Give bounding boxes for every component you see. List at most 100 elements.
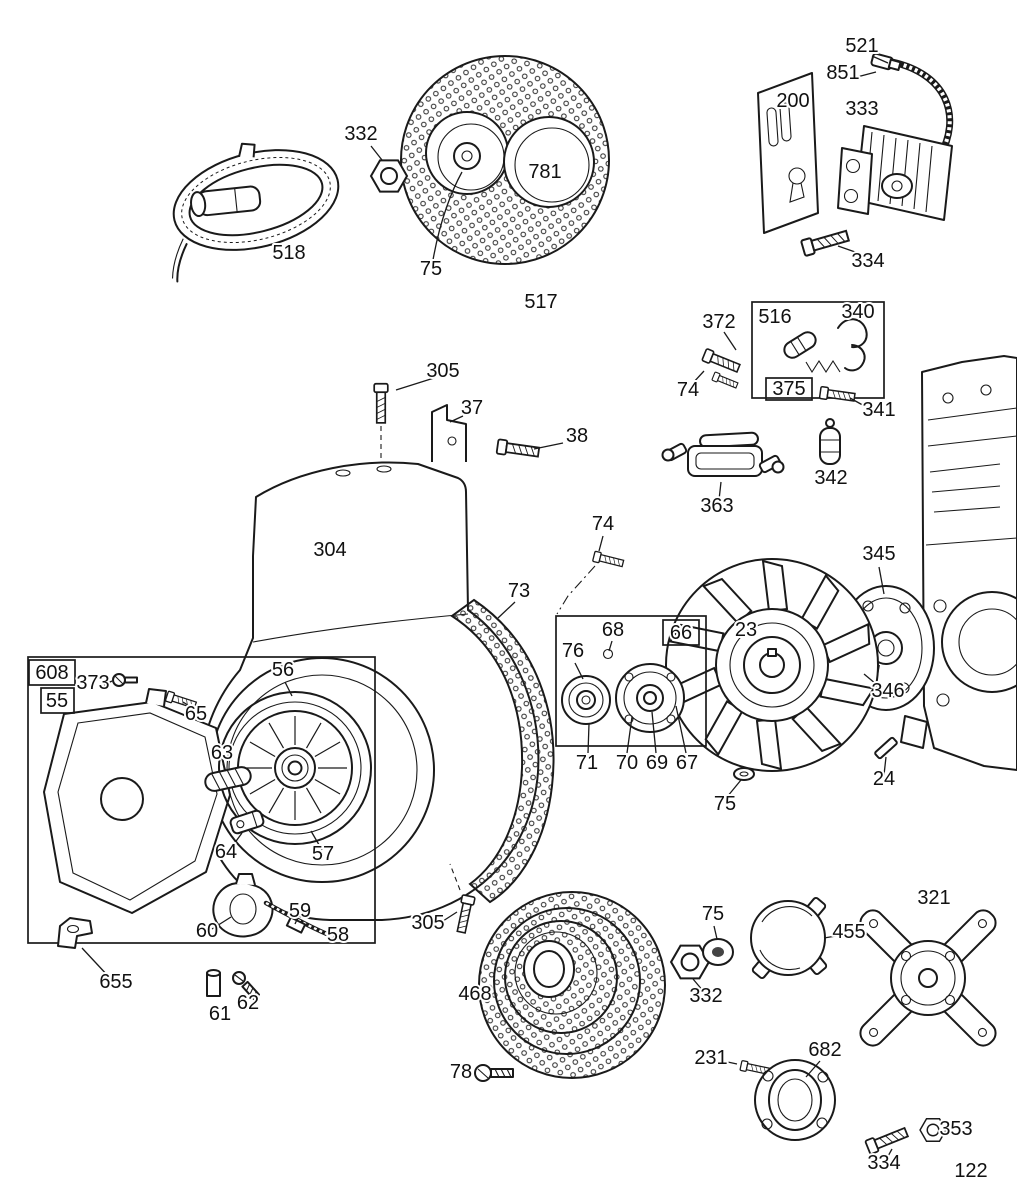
part-labels: 332 781 518 75 517 521 851 200 333 334 3… [33,33,989,1184]
label-73: 73 [508,580,530,602]
bottom-parts [57,863,997,1156]
label-516: 516 [758,306,791,328]
label-78: 78 [450,1061,472,1083]
rewind-starter-assembly [27,656,376,944]
label-346: 346 [871,680,904,702]
label-372: 372 [702,311,735,333]
label-340: 340 [841,301,874,323]
label-75-flywheel: 75 [714,793,736,815]
label-781: 781 [528,161,561,183]
blower-screen-517 [400,55,610,265]
screw-334-bottom [864,1124,910,1156]
bearing-flange-682 [754,1059,836,1141]
screw-305-top [373,382,389,462]
label-67: 67 [676,752,698,774]
label-66: 66 [670,622,692,644]
key-24 [874,736,898,760]
screw-62 [232,971,260,1001]
bracket-37 [431,404,467,462]
label-37: 37 [461,397,483,419]
label-60: 60 [196,920,218,942]
filter-342 [819,418,841,465]
label-75-top: 75 [420,258,442,280]
starter-rope-518 [171,142,340,283]
label-682: 682 [808,1039,841,1061]
label-24: 24 [873,768,895,790]
screw-74-mid [556,550,625,615]
label-375: 375 [772,378,805,400]
screen-73 [450,598,555,904]
label-332-bottom: 332 [689,985,722,1007]
label-305-bottom: 305 [411,912,444,934]
blower-housing-304 [198,461,540,921]
label-518: 518 [272,242,305,264]
label-200: 200 [776,90,809,112]
washer-75-flywheel [733,767,755,781]
label-521: 521 [845,35,878,57]
screw-305-bottom [449,863,476,935]
label-363: 363 [700,495,733,517]
governor-link-363 [661,431,785,477]
label-608: 608 [35,662,68,684]
starter-handle-60 [212,881,274,938]
label-304: 304 [313,539,346,561]
screw-373 [112,673,138,687]
starter-clutch-detail [555,615,707,747]
label-231: 231 [694,1047,727,1069]
label-64: 64 [215,841,237,863]
label-321: 321 [917,887,950,909]
label-38: 38 [566,425,588,447]
leader-lines [81,55,947,1159]
label-851: 851 [826,62,859,84]
label-70: 70 [616,752,638,774]
label-69: 69 [646,752,668,774]
cylinder-block [900,355,1017,771]
label-61: 61 [209,1003,231,1025]
label-305-top: 305 [426,360,459,382]
label-345: 345 [862,543,895,565]
pin-59 [285,916,307,934]
label-333: 333 [845,98,878,120]
label-74-top: 74 [677,379,699,401]
governor-control-detail [701,301,885,404]
label-59: 59 [289,900,311,922]
label-58: 58 [327,924,349,946]
label-655: 655 [99,971,132,993]
washer-75-bottom [702,938,734,966]
label-75-bottom: 75 [702,903,724,925]
label-455: 455 [832,921,865,943]
screen-cross-321 [859,909,997,1047]
label-63: 63 [211,742,233,764]
label-342: 342 [814,467,847,489]
bracket-200 [757,72,819,234]
label-71: 71 [576,752,598,774]
rotating-screen-468 [478,891,666,1079]
label-68: 68 [602,619,624,641]
foot-655 [57,917,93,949]
page-number: 122 [954,1160,987,1182]
label-373: 373 [76,672,109,694]
label-341: 341 [862,399,895,421]
label-23: 23 [735,619,757,641]
screw-38 [495,438,541,461]
hex-nut-332-top [370,159,408,193]
ignition-armature-333 [837,125,953,221]
label-74-mid: 74 [592,513,614,535]
label-468: 468 [458,983,491,1005]
label-334-top: 334 [851,250,884,272]
label-517: 517 [524,291,557,313]
rope-guide-64 [229,809,265,835]
screw-334-top [799,227,851,258]
flywheel-23 [665,558,879,772]
label-56: 56 [272,659,294,681]
label-353: 353 [939,1118,972,1140]
spacer-61 [206,969,221,997]
label-57: 57 [312,843,334,865]
label-332-top: 332 [344,123,377,145]
screw-78 [474,1064,514,1082]
label-55: 55 [46,690,68,712]
starter-clutch-455 [750,897,828,979]
label-76: 76 [562,640,584,662]
